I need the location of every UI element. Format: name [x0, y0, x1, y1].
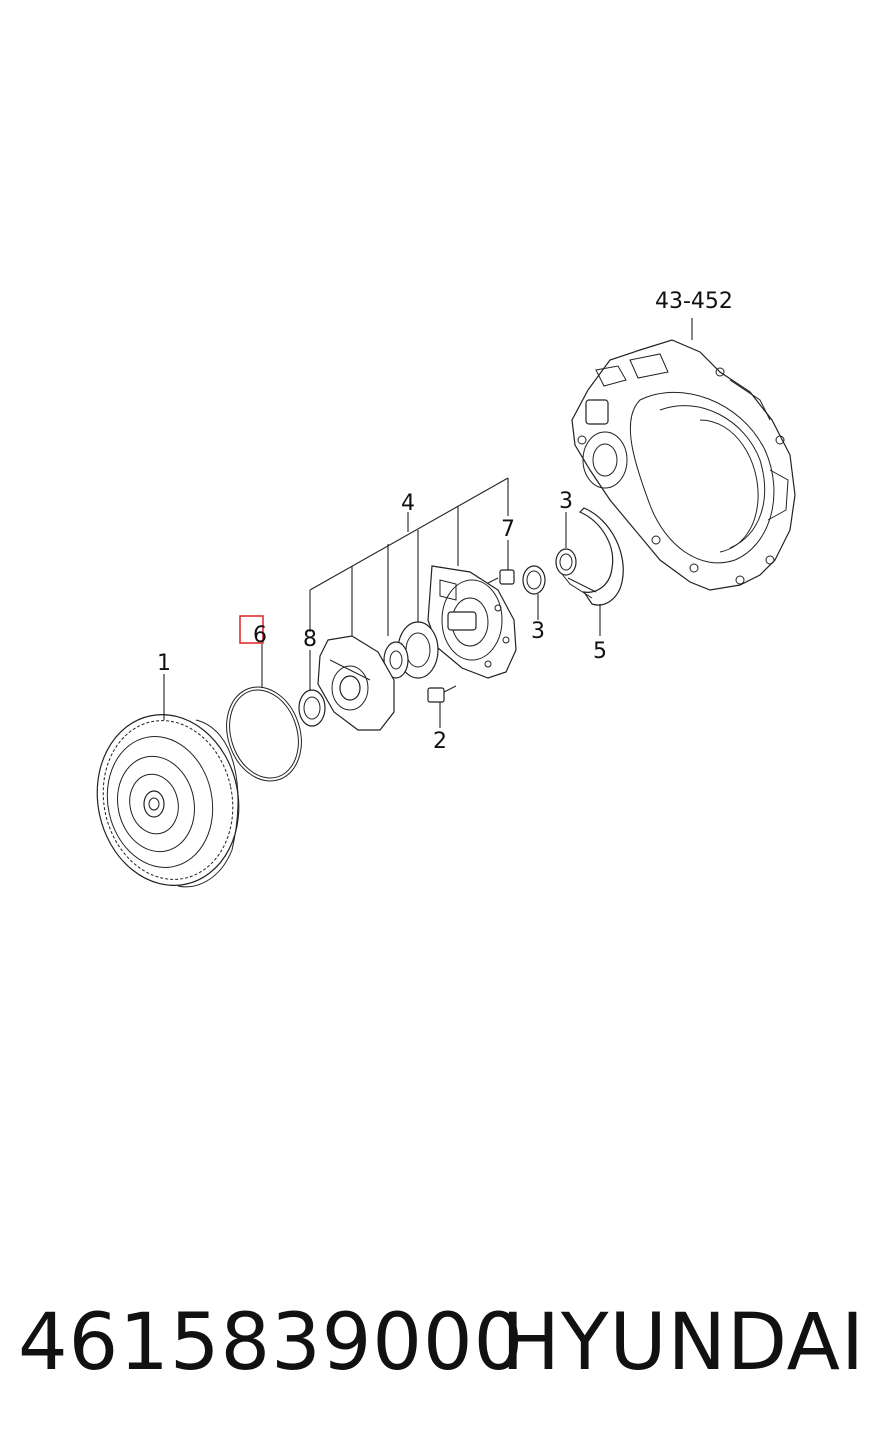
callout-7: 7: [501, 517, 515, 542]
brand-name: HYUNDAI: [501, 1298, 865, 1388]
callout-4: 4: [401, 491, 415, 516]
bolt-part-7: [485, 569, 515, 585]
callout-6: 6: [253, 623, 267, 648]
leader-lines: [163, 477, 601, 728]
o-ring-part-6: [226, 686, 302, 782]
inner-gear: [383, 641, 409, 679]
seal-ring-part-3-upper: [555, 548, 577, 576]
bolt-part-2: [427, 685, 457, 703]
oil-pump-housing: [427, 565, 517, 679]
seal-ring-part-3-lower: [522, 565, 546, 595]
torque-converter-part-1: [96, 714, 240, 888]
oil-seal-part-8: [298, 689, 326, 727]
callout-2: 2: [433, 729, 447, 754]
footer: 4615839000 HYUNDAI: [0, 1298, 887, 1388]
callout-3-lower: 3: [531, 619, 545, 644]
selected-part-highlight: [239, 615, 264, 644]
part-number: 4615839000: [18, 1298, 525, 1388]
transmission-housing: [571, 318, 796, 591]
callout-1: 1: [157, 651, 171, 676]
callout-8: 8: [303, 627, 317, 652]
oil-pump-cover: [317, 635, 395, 731]
gasket-part-5: [561, 507, 624, 606]
reference-code: 43-452: [655, 289, 733, 314]
callout-5: 5: [593, 639, 607, 664]
callout-3-upper: 3: [559, 489, 573, 514]
